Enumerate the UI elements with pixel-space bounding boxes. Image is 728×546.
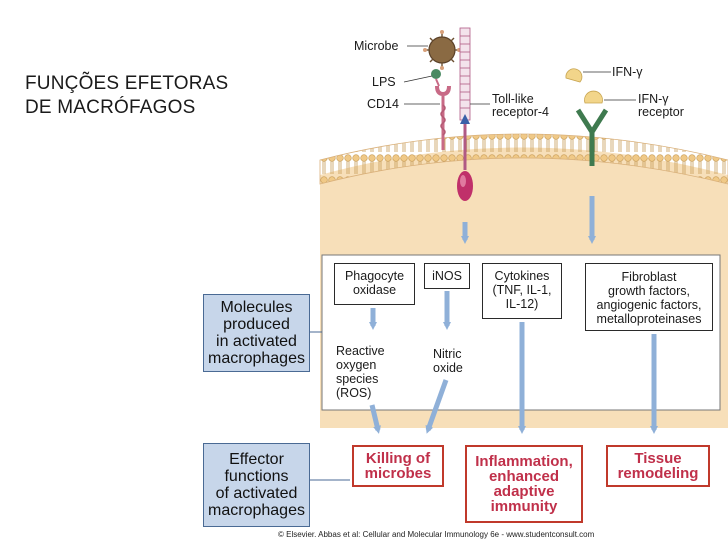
slide-title: FUNÇÕES EFETORAS DE MACRÓFAGOS bbox=[25, 73, 229, 118]
molecules-produced-label: Molecules produced in activated macropha… bbox=[203, 294, 310, 372]
nitric-oxide-text: Nitric oxide bbox=[433, 347, 463, 375]
ros-to-killing-arrow bbox=[369, 404, 381, 434]
killing-of-microbes-box: Killing of microbes bbox=[352, 445, 444, 487]
cell-membrane bbox=[319, 133, 728, 185]
no-to-killing-arrow bbox=[425, 379, 449, 434]
effector-functions-label: Effector functions of activated macropha… bbox=[203, 443, 310, 527]
ifng-icon bbox=[565, 68, 583, 83]
ifng-bound-icon bbox=[584, 90, 603, 104]
fibroblast-factors-box: Fibroblast growth factors, angiogenic fa… bbox=[585, 263, 713, 331]
inflammation-box: Inflammation, enhanced adaptive immunity bbox=[465, 445, 583, 523]
ifng-label: IFN-γ bbox=[612, 65, 643, 79]
cd14-label: CD14 bbox=[367, 97, 399, 111]
lps-label: LPS bbox=[372, 75, 396, 89]
lps-icon bbox=[431, 69, 441, 87]
ifng-receptor-icon bbox=[575, 108, 609, 166]
microbe-icon bbox=[423, 30, 461, 70]
leader-lines bbox=[403, 45, 636, 105]
cytokines-box: Cytokines (TNF, IL-1, IL-12) bbox=[482, 263, 562, 319]
cd14-icon bbox=[435, 85, 451, 150]
tlr4-label: Toll-like receptor-4 bbox=[492, 92, 549, 119]
ifng-receptor-label: IFN-γ receptor bbox=[638, 92, 684, 119]
inos-box: iNOS bbox=[424, 263, 470, 289]
ros-text: Reactive oxygen species (ROS) bbox=[336, 344, 385, 400]
tlr4-icon bbox=[457, 27, 473, 201]
copyright-credit: © Elsevier. Abbas et al: Cellular and Mo… bbox=[278, 530, 595, 539]
microbe-label: Microbe bbox=[354, 39, 399, 53]
tissue-remodeling-box: Tissue remodeling bbox=[606, 445, 710, 487]
phagocyte-oxidase-box: Phagocyte oxidase bbox=[334, 263, 415, 305]
